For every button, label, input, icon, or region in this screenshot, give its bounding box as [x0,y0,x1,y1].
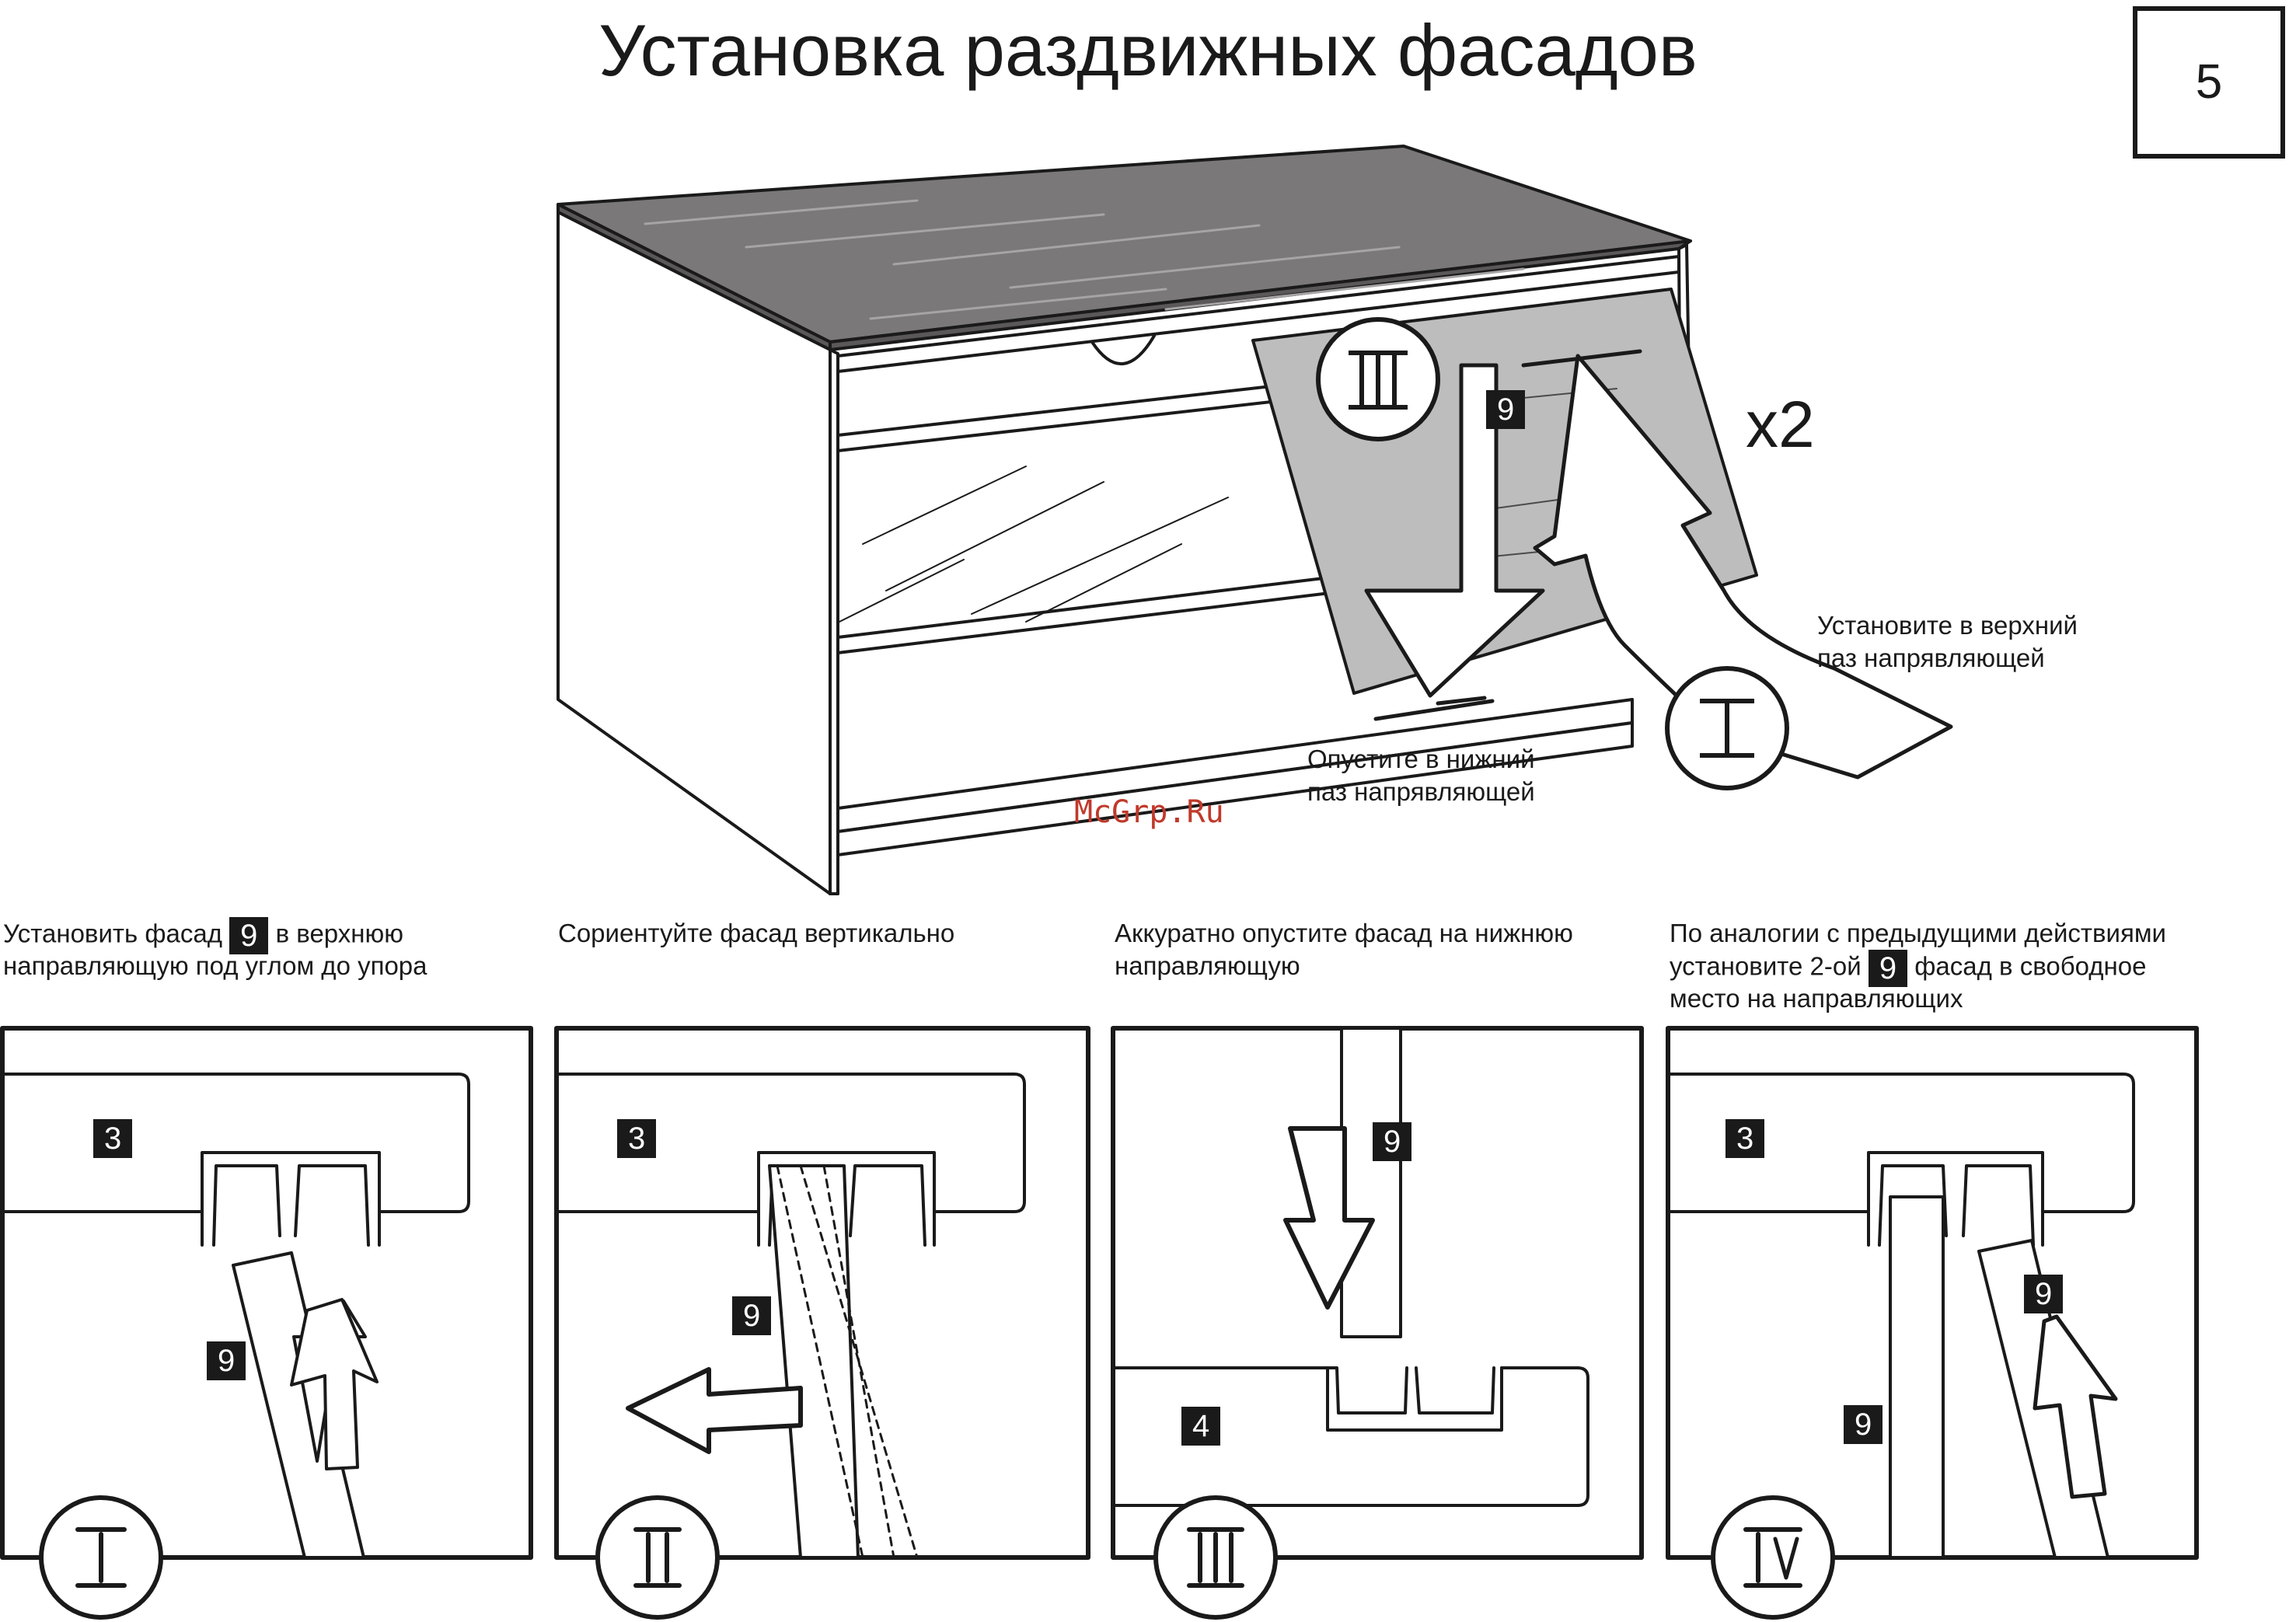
detail-2-drawing [555,1073,1026,1620]
watermark: McGrp.Ru [1074,794,1224,830]
step-4-panel-label-left: 9 [1844,1405,1883,1444]
cabinet-drawing [557,145,1692,895]
step-1-caption-tag: 9 [229,917,269,954]
step-3-rail-label: 4 [1181,1407,1221,1446]
step-1-rail-label: 3 [93,1119,133,1158]
panel-tag: 9 [1486,390,1526,429]
step-mark-iii-icon [1349,351,1408,410]
step-2-caption: Сориентуйте фасад вертикально [558,919,955,947]
step-3-caption-line-1: Аккуратно опустите фасад на нижнюю [1115,919,1573,947]
note-lower-line-1: Опустите в нижний [1307,745,1535,773]
step-4-caption-tag: 9 [1868,950,1908,987]
step-1-caption-text-2: в верхнюю [275,919,403,948]
step-1-panel-label: 9 [207,1341,246,1380]
step-4-caption-text-2: фасад в свободное [1914,951,2147,981]
step-1-caption-line-3: направляющую под углом до упора [3,951,427,980]
step-4-caption-line-1: По аналогии с предыдущими действиями [1670,919,2166,947]
page-number: 5 [2133,6,2285,159]
step-3-panel-label: 9 [1373,1122,1412,1161]
step-4-caption-line-3: место на направляющих [1670,984,1963,1013]
note-lower-line-2: паз напрявляющей [1307,777,1535,806]
step-1-caption: Установить фасад 9 в верхнюю [3,917,403,954]
page-title: Установка раздвижных фасадов [598,9,1698,91]
note-upper-line-1: Установите в верхний [1817,611,2078,640]
step-2-rail-label: 3 [617,1119,657,1158]
multiplier: x2 [1746,388,1815,461]
step-1-caption-text: Установить фасад [3,919,222,948]
step-4-rail-label: 3 [1725,1119,1765,1158]
note-upper-line-2: паз напрявляющей [1817,644,2045,672]
detail-4-drawing [1666,1073,2135,1620]
step-mark-i-icon [1700,699,1754,758]
detail-3-drawing [1111,1027,1589,1620]
step-4-caption-line-2: установите 2-ой 9 фасад в свободное [1670,950,2146,987]
step-2-panel-label: 9 [732,1296,772,1335]
detail-1-drawing [1,1073,470,1620]
step-3-caption-line-2: направляющую [1115,951,1300,980]
step-4-panel-label-right: 9 [2024,1275,2064,1313]
step-4-caption-text: установите 2-ой [1670,951,1862,981]
